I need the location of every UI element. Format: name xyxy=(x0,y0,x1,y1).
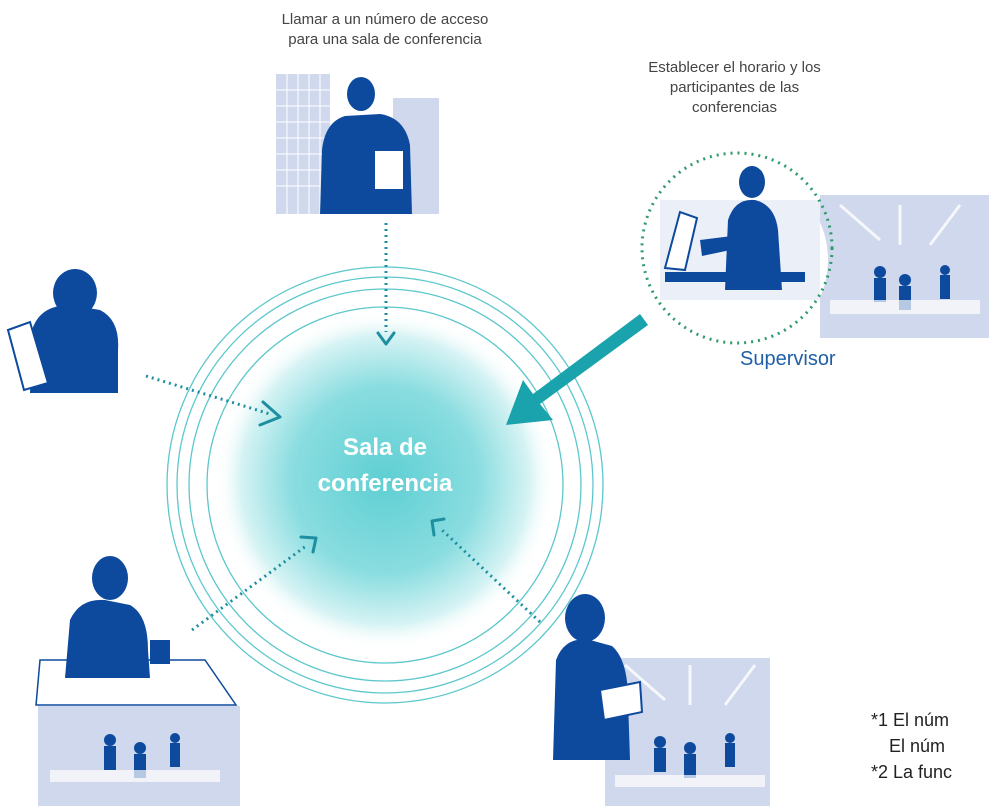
supervisor-label: Supervisor xyxy=(740,348,836,370)
dial-in-caption: Llamar a un número de acceso para una sa… xyxy=(215,10,555,50)
footnote-1: *1 El núm xyxy=(871,710,950,730)
schedule-caption: Establecer el horario y los participante… xyxy=(612,58,857,118)
schedule-caption-line-2: participantes de las xyxy=(669,79,800,96)
supervisor-at-desk-icon xyxy=(640,151,834,353)
person-on-phone-icon xyxy=(320,77,412,214)
dial-in-caption-line-2: para una sala de conferencia xyxy=(288,31,482,48)
dial-in-arrows xyxy=(145,223,542,632)
footnote-1-cont: El núm xyxy=(889,736,946,756)
footnote-2: *2 La func xyxy=(871,762,953,782)
schedule-caption-line-3: conferencias xyxy=(691,99,778,116)
dial-in-caption-line-1: Llamar a un número de acceso xyxy=(281,11,489,28)
office-room-icon xyxy=(605,658,770,806)
office-room-icon xyxy=(820,195,989,338)
person-on-phone-icon xyxy=(35,556,238,706)
person-on-phone-icon xyxy=(6,269,119,393)
conference-room-label: Sala de conferencia xyxy=(270,430,500,502)
conference-room-label-line-1: Sala de xyxy=(342,434,428,461)
conference-room-label-line-2: conferencia xyxy=(317,470,453,497)
supervisor-arrow xyxy=(506,314,648,425)
office-room-icon xyxy=(38,706,240,806)
schedule-caption-line-1: Establecer el horario y los xyxy=(648,59,821,76)
person-on-phone-icon xyxy=(553,594,644,760)
arrow-heads xyxy=(258,331,446,554)
